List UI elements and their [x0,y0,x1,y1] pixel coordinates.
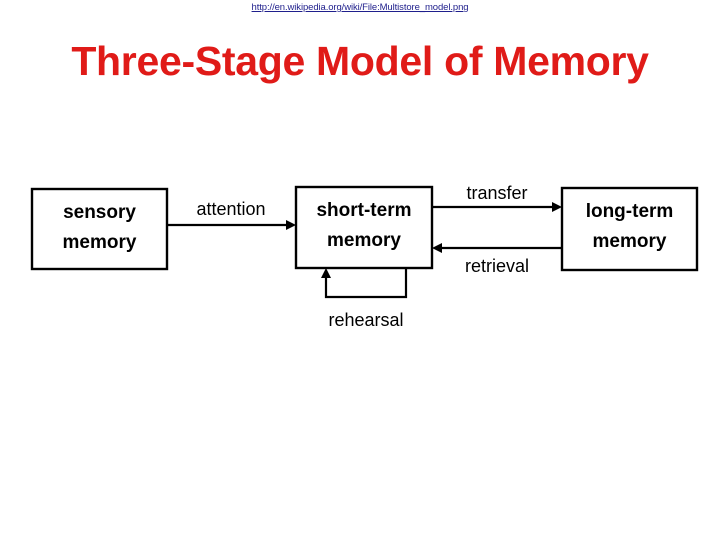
node-short-term-memory-label-line2: memory [327,230,401,251]
edge-attention-arrowhead [286,220,296,230]
node-long-term-memory-box [560,186,699,272]
edge-retrieval-label: retrieval [465,256,529,276]
node-sensory-memory-label-line2: memory [63,232,137,253]
page-title: Three-Stage Model of Memory [71,38,649,84]
edge-transfer-arrowhead [552,202,562,212]
node-long-term-memory-label-line1: long-term [586,201,674,222]
edge-attention-label: attention [196,199,265,219]
node-sensory-memory-label-line1: sensory [63,202,136,223]
edge-transfer: transfer [432,183,562,212]
edge-retrieval: retrieval [432,243,562,276]
node-sensory-memory-box [30,187,169,271]
edge-rehearsal-path [324,268,408,299]
node-short-term-memory-box [294,185,434,270]
source-url-link[interactable]: http://en.wikipedia.org/wiki/File:Multis… [251,2,469,13]
edge-rehearsal: rehearsal [321,268,408,330]
edge-retrieval-arrowhead [432,243,442,253]
node-long-term-memory-label-line2: memory [593,231,667,252]
edge-transfer-label: transfer [466,183,527,203]
edge-attention: attention [167,199,296,230]
node-short-term-memory[interactable]: short-term memory [294,185,434,270]
node-sensory-memory[interactable]: sensory memory [30,187,169,271]
node-short-term-memory-label-line1: short-term [316,200,411,221]
node-long-term-memory[interactable]: long-term memory [560,186,699,272]
edge-rehearsal-arrowhead [321,268,331,278]
edge-rehearsal-label: rehearsal [328,310,403,330]
